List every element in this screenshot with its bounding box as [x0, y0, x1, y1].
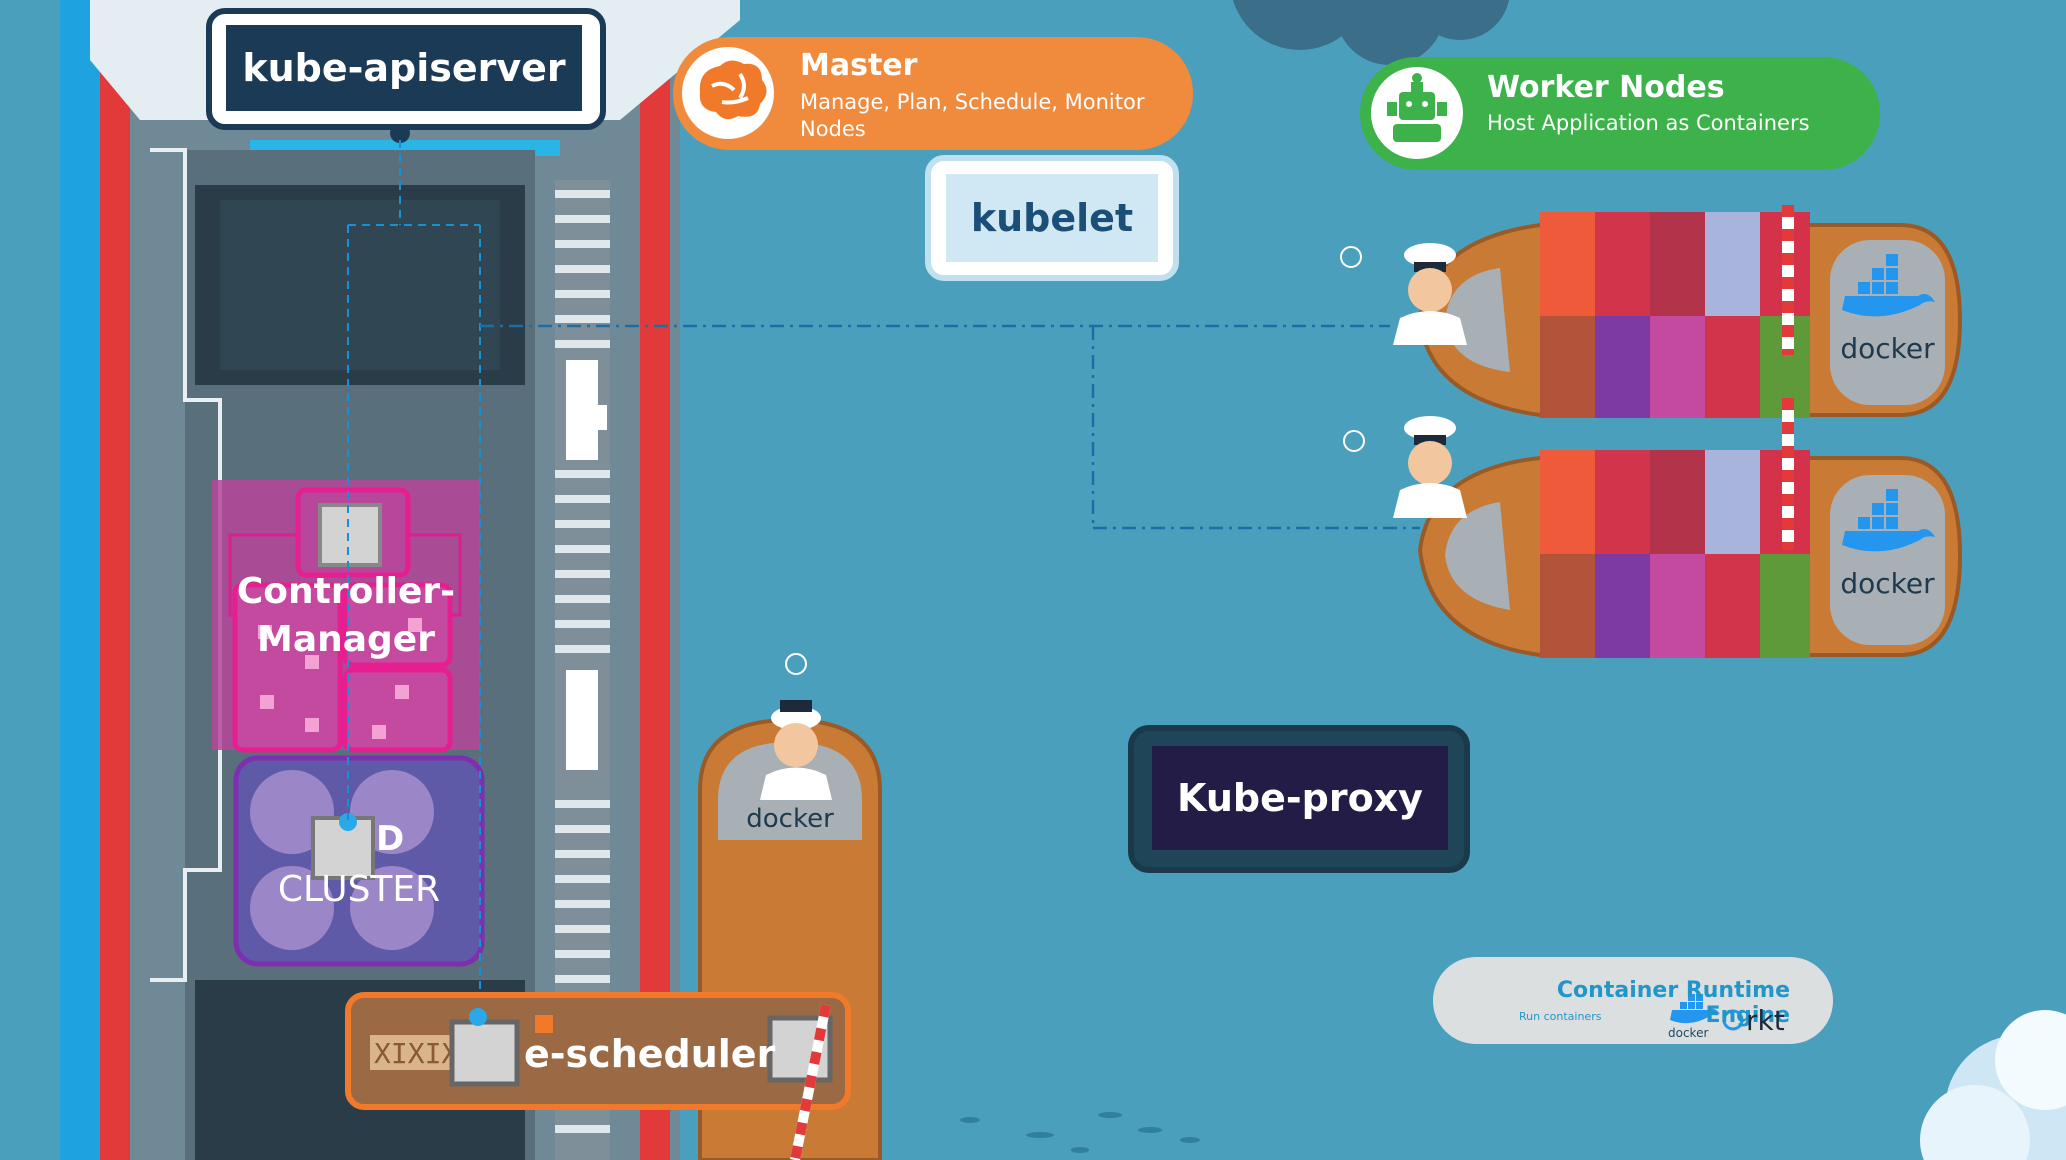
water-ripples — [960, 1112, 1200, 1153]
runtime-title: Container Runtime Engine — [1556, 978, 1790, 1028]
kubelet-box — [946, 174, 1158, 262]
worker-ship-2 — [1417, 398, 1963, 658]
brain-icon — [699, 60, 767, 120]
worker-ship-2-docker-label: docker — [1840, 567, 1935, 600]
captain-icon — [1393, 243, 1467, 345]
controller-manager-block — [212, 480, 480, 753]
rkt-logo-icon — [1722, 1009, 1744, 1031]
master-subtitle: Manage, Plan, Schedule, Monitor Nodes — [800, 90, 1145, 141]
worker-title: Worker Nodes — [1487, 70, 1725, 105]
runtime-docker-logo-text: docker — [1668, 1026, 1709, 1040]
docker-whale-icon — [1670, 994, 1720, 1024]
etcd-label-line2[interactable]: CLUSTER — [277, 869, 441, 910]
worker-subtitle: Host Application as Containers — [1487, 111, 1810, 135]
scheduler-label[interactable]: e-scheduler — [524, 1032, 776, 1076]
svg-text:XIXIX: XIXIX — [374, 1037, 458, 1070]
etcd-label-line1[interactable]: D — [376, 819, 405, 859]
white-cloud-icon — [1920, 1010, 2066, 1160]
docker-whale-icon — [1842, 489, 1935, 552]
status-circle-icon — [1340, 246, 1362, 268]
network-links — [480, 324, 1420, 530]
master-pill — [673, 37, 1193, 150]
worker-ship-1-docker-label: docker — [1840, 332, 1935, 365]
apiserver-label[interactable]: kube-apiserver — [242, 46, 566, 90]
controller-manager-label-line2[interactable]: Manager — [257, 619, 435, 660]
scheduler-block: XIXIX — [345, 992, 851, 1160]
captain-icon — [760, 700, 832, 800]
dark-cloud-icon — [1232, 0, 1509, 65]
etcd-cluster-block — [233, 755, 485, 967]
runtime-subtitle: Run containers — [1519, 1010, 1602, 1023]
robot-icon — [1387, 73, 1447, 142]
controller-manager-label-line1[interactable]: Controller- — [236, 571, 456, 612]
captain-icon — [1393, 416, 1467, 518]
runtime-rkt-logo-text: rkt — [1746, 1004, 1785, 1037]
master-title: Master — [800, 48, 918, 83]
worker-pill — [1360, 57, 1880, 170]
docker-whale-icon — [1842, 254, 1935, 317]
apiserver-box — [226, 25, 582, 111]
status-circle-icon — [1343, 430, 1365, 452]
status-circle-icon — [785, 653, 807, 675]
kubelet-label[interactable]: kubelet — [970, 196, 1134, 240]
runtime-pill — [1433, 957, 1833, 1044]
kube-proxy-box — [1152, 746, 1448, 850]
small-ship-docker-label: docker — [746, 804, 834, 834]
kube-proxy-label[interactable]: Kube-proxy — [1177, 776, 1423, 820]
